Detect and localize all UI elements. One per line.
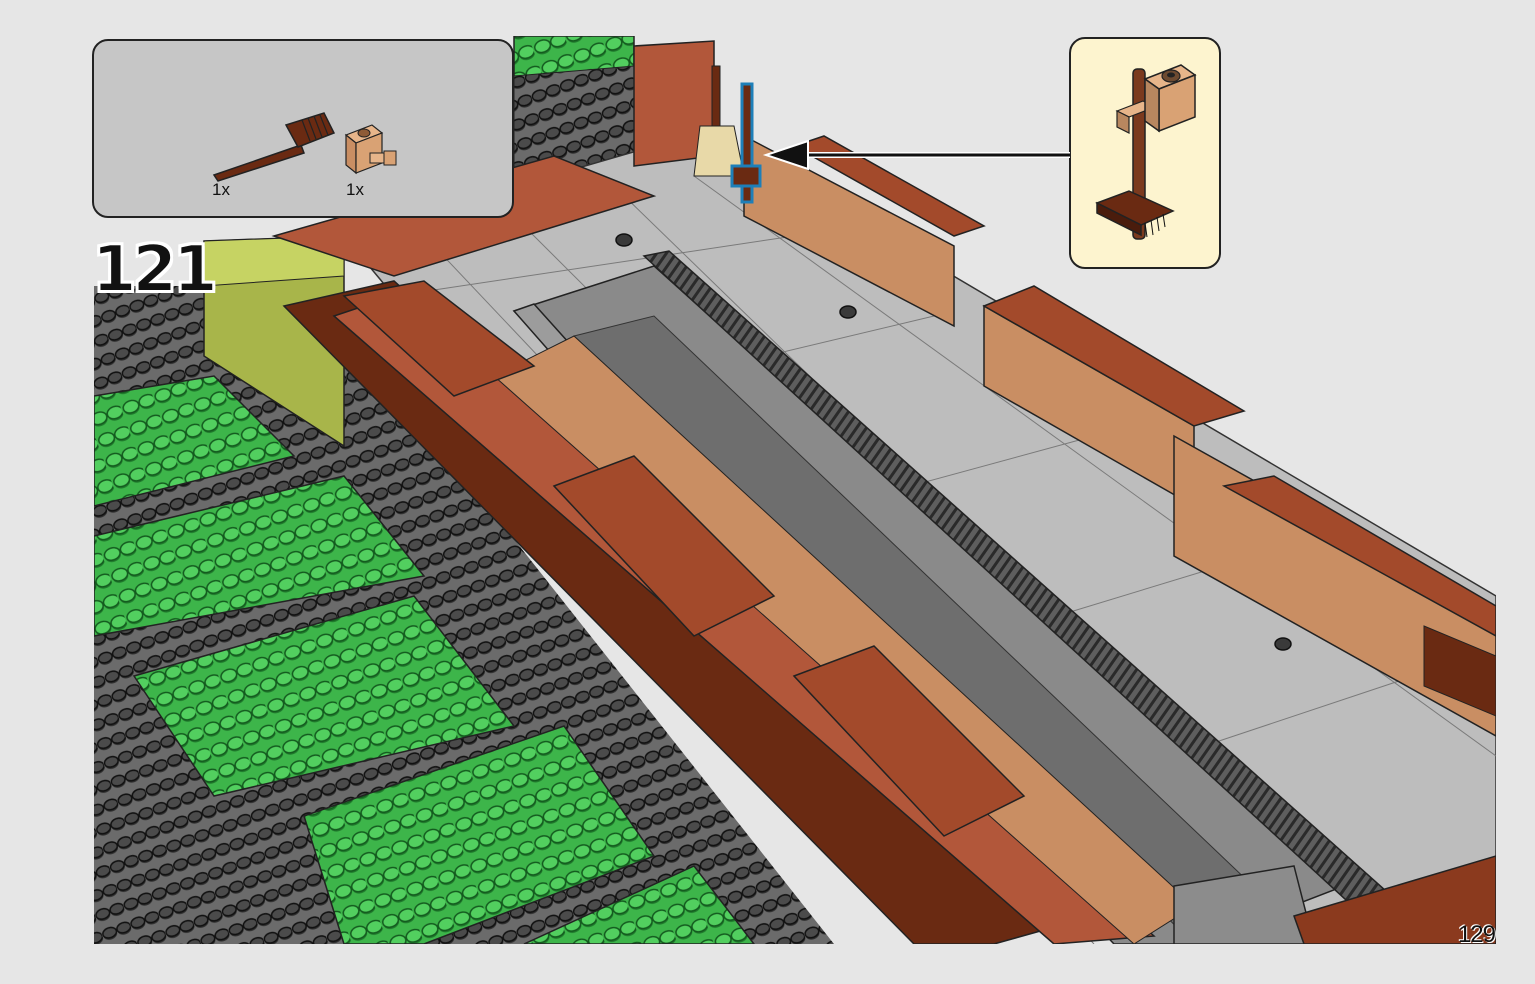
callout-box <box>1069 37 1221 269</box>
page-number: 129 <box>1457 921 1496 948</box>
grass-stripes <box>94 375 755 944</box>
broom-on-bracket-icon <box>1095 64 1197 240</box>
right-brick-wall <box>982 285 1496 737</box>
brush-icon <box>212 112 336 182</box>
bracket-brick-icon <box>344 124 397 175</box>
bottom-right-brick <box>1293 855 1496 944</box>
build-scene-svg <box>94 36 1496 944</box>
step-number: 121 <box>91 233 219 307</box>
parts-list-box: 1x 1x <box>92 39 514 218</box>
bracket-brick-quantity: 1x <box>346 180 364 199</box>
build-illustration <box>94 36 1496 944</box>
left-brick-wall <box>282 280 1195 944</box>
brush-quantity: 1x <box>212 180 230 199</box>
floor-studs <box>615 233 1292 651</box>
corner-piece <box>1173 865 1315 944</box>
broom-in-scene <box>693 65 762 204</box>
callout-arrow <box>762 139 1070 171</box>
